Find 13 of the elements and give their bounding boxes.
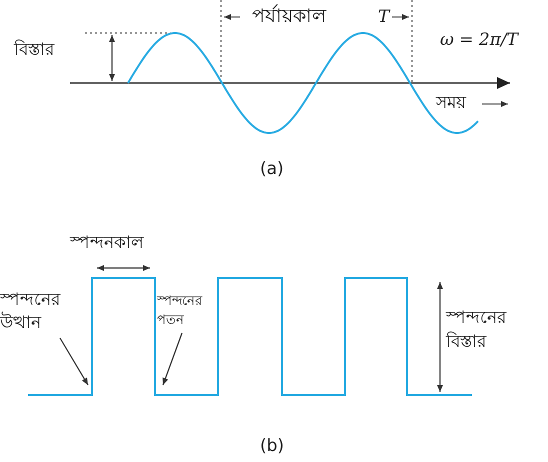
leader-line xyxy=(162,332,183,386)
axis-label: সময় xyxy=(436,93,466,114)
panel-label: (a) xyxy=(260,159,284,180)
leader-line xyxy=(59,338,89,386)
period-label: পর্যায়কাল xyxy=(252,6,326,27)
panel-label: (b) xyxy=(260,436,284,457)
pulse-amplitude-label: স্পন্দনের বিস্তার xyxy=(446,307,508,354)
annotation-text: স্পন্দনের উত্থান xyxy=(0,289,88,335)
annotation-text: স্পন্দনের পতন xyxy=(157,292,219,330)
pulse-duration-label: স্পন্দনকাল xyxy=(70,233,144,254)
formula: ω = 2π/T xyxy=(440,30,518,51)
period-symbol: T xyxy=(378,7,390,28)
amplitude-label: বিস্তার xyxy=(14,40,54,61)
